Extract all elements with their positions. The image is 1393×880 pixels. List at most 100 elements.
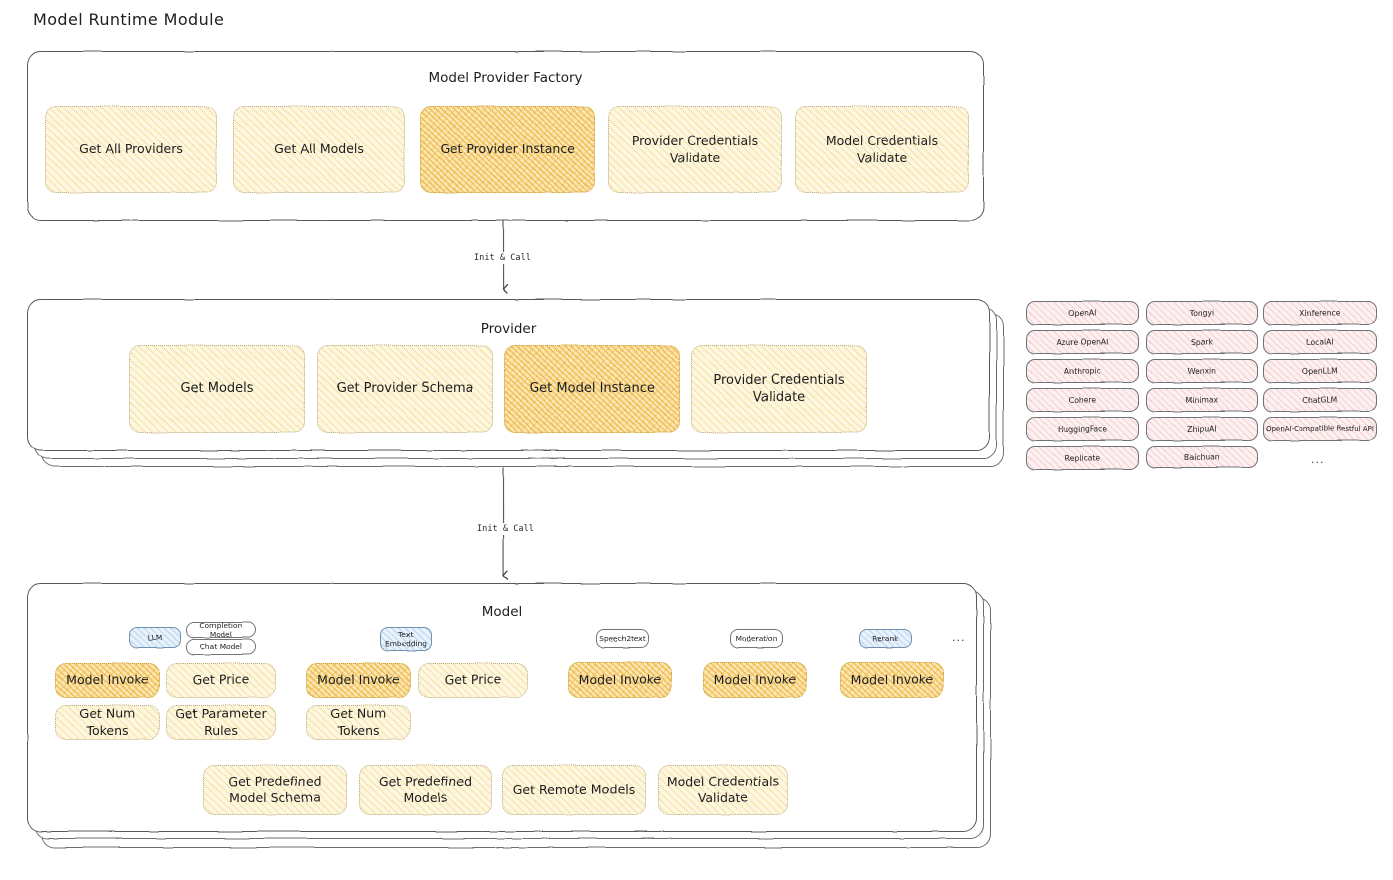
model-types-more-marker: ... <box>952 631 966 644</box>
model-type-badge-label: Rerank <box>872 633 899 643</box>
provider-pill-label: Replicate <box>1064 453 1101 463</box>
rerank-method-model-invoke[interactable]: Model Invoke <box>840 662 944 698</box>
provider-pill[interactable]: OpenAI-Compatible Restful API <box>1263 417 1377 441</box>
moderation-method-model-invoke[interactable]: Model Invoke <box>703 662 807 698</box>
provider-pill-label: Anthropic <box>1064 366 1101 376</box>
method-label: Model Invoke <box>317 672 400 688</box>
model-type-badge-label: Moderation <box>735 633 778 643</box>
provider-item-label: Get Provider Schema <box>336 381 474 397</box>
model-type-badge-moderation[interactable]: Moderation <box>730 629 783 648</box>
arrow-label-init-call-1: Init & Call <box>471 252 534 264</box>
llm-method-get-parameter-rules[interactable]: Get Parameter Rules <box>166 705 276 740</box>
arrow-provider-to-model <box>485 467 525 587</box>
speech2text-method-model-invoke[interactable]: Model Invoke <box>568 662 672 698</box>
llm-method-get-price[interactable]: Get Price <box>166 663 276 698</box>
provider-pill[interactable]: Wenxin <box>1146 359 1258 383</box>
provider-pill[interactable]: HuggingFace <box>1026 417 1139 441</box>
factory-item-label: Get Provider Instance <box>440 141 575 157</box>
method-label: Model Invoke <box>66 672 149 688</box>
provider-pill-label: Azure OpenAI <box>1056 337 1109 347</box>
provider-pill-label: Wenxin <box>1188 366 1216 376</box>
model-subtype-badge-chat-model[interactable]: Chat Model <box>186 639 256 655</box>
provider-pill-label: HuggingFace <box>1057 424 1108 434</box>
provider-pill[interactable]: OpenAI <box>1026 301 1139 325</box>
method-label: Get Price <box>444 672 502 688</box>
provider-pill[interactable]: OpenLLM <box>1263 359 1377 383</box>
provider-pill[interactable]: Azure OpenAI <box>1026 330 1139 354</box>
factory-item-model-credentials-validate[interactable]: Model Credentials Validate <box>795 106 969 193</box>
text-embedding-method-get-num-tokens[interactable]: Get Num Tokens <box>306 705 411 740</box>
page-title: Model Runtime Module <box>33 10 225 29</box>
provider-pill[interactable]: Cohere <box>1026 388 1139 412</box>
factory-item-label: Model Credentials Validate <box>825 133 939 165</box>
provider-item-label: Provider Credentials Validate <box>713 372 845 405</box>
arrow-label-init-call-2: Init & Call <box>474 523 537 535</box>
method-label: Model Credentials Validate <box>666 773 780 806</box>
provider-pill[interactable]: Baichuan <box>1146 446 1258 468</box>
method-label: Get Predefined Model Schema <box>228 773 322 806</box>
provider-pill-label: OpenLLM <box>1302 366 1338 376</box>
model-type-badge-label: Text Embedding <box>385 629 427 648</box>
provider-pill-label: ChatGLM <box>1302 395 1338 405</box>
method-label: Model Invoke <box>850 671 934 687</box>
method-label: Get Price <box>192 672 250 688</box>
provider-pill[interactable]: LocalAI <box>1263 330 1377 354</box>
provider-item-get-provider-schema[interactable]: Get Provider Schema <box>317 345 493 433</box>
method-label: Model Invoke <box>578 671 662 687</box>
provider-item-label: Get Models <box>180 381 254 397</box>
method-label: Get Predefined Models <box>378 773 473 806</box>
provider-pill[interactable]: ChatGLM <box>1263 388 1377 412</box>
provider-pill[interactable]: Tongyi <box>1146 301 1258 325</box>
model-subtype-badge-completion-model[interactable]: Completion Model <box>186 620 256 639</box>
model-type-badge-llm[interactable]: LLM <box>129 627 181 648</box>
provider-pill-label: Spark <box>1191 337 1213 347</box>
model-shared-method-model-credentials-validate[interactable]: Model Credentials Validate <box>658 765 788 815</box>
text-embedding-method-get-price[interactable]: Get Price <box>418 663 528 698</box>
provider-pill-label: Cohere <box>1068 395 1097 405</box>
model-shared-method-get-predefined-model-schema[interactable]: Get Predefined Model Schema <box>203 765 347 815</box>
text-embedding-method-model-invoke[interactable]: Model Invoke <box>306 663 411 698</box>
model-type-badge-label: LLM <box>147 632 163 642</box>
method-label: Model Invoke <box>713 671 797 687</box>
provider-pill-label: Xinference <box>1299 308 1341 318</box>
factory-item-label: Get All Providers <box>79 141 183 157</box>
provider-pill-label: LocalAI <box>1306 337 1334 347</box>
model-shared-method-get-predefined-models[interactable]: Get Predefined Models <box>359 765 492 815</box>
provider-item-get-model-instance[interactable]: Get Model Instance <box>504 345 680 433</box>
method-label: Get Parameter Rules <box>175 706 267 738</box>
provider-pill[interactable]: Xinference <box>1263 301 1377 325</box>
llm-method-get-num-tokens[interactable]: Get Num Tokens <box>55 705 160 740</box>
llm-method-model-invoke[interactable]: Model Invoke <box>55 663 160 698</box>
model-shared-method-get-remote-models[interactable]: Get Remote Models <box>502 765 646 815</box>
model-type-badge-speech2text[interactable]: Speech2text <box>596 629 649 648</box>
provider-pill[interactable]: ZhipuAI <box>1146 417 1258 441</box>
factory-item-get-all-providers[interactable]: Get All Providers <box>45 106 217 193</box>
method-label: Get Remote Models <box>512 781 636 797</box>
method-label: Get Num Tokens <box>79 706 136 738</box>
provider-item-label: Get Model Instance <box>529 381 655 397</box>
provider-pill-label: Minimax <box>1185 395 1219 405</box>
provider-pill[interactable]: Anthropic <box>1026 359 1139 383</box>
method-label: Get Num Tokens <box>330 706 387 738</box>
provider-pill-label: ZhipuAI <box>1187 424 1217 434</box>
provider-pill[interactable]: Replicate <box>1026 446 1139 470</box>
provider-pill-label: Tongyi <box>1189 308 1215 318</box>
provider-pill[interactable]: Spark <box>1146 330 1258 354</box>
factory-item-get-provider-instance[interactable]: Get Provider Instance <box>420 106 595 193</box>
model-subtype-badge-label: Chat Model <box>200 642 242 652</box>
model-type-badge-rerank[interactable]: Rerank <box>859 629 912 648</box>
model-type-badge-text-embedding[interactable]: Text Embedding <box>380 627 432 651</box>
provider-list-more-marker: ... <box>1311 453 1325 466</box>
factory-item-label: Provider Credentials Validate <box>631 133 759 165</box>
factory-item-provider-credentials-validate[interactable]: Provider Credentials Validate <box>608 106 782 193</box>
provider-pill-label: OpenAI-Compatible Restful API <box>1266 425 1374 433</box>
model-type-badge-label: Speech2text <box>599 633 646 643</box>
provider-pill-label: Baichuan <box>1184 452 1220 462</box>
provider-pill[interactable]: Minimax <box>1146 388 1258 412</box>
model-subtype-badge-label: Completion Model <box>199 620 243 639</box>
factory-item-get-all-models[interactable]: Get All Models <box>233 106 405 193</box>
provider-pill-label: OpenAI <box>1068 308 1097 318</box>
provider-item-provider-credentials-validate[interactable]: Provider Credentials Validate <box>691 345 867 433</box>
provider-item-get-models[interactable]: Get Models <box>129 345 305 433</box>
